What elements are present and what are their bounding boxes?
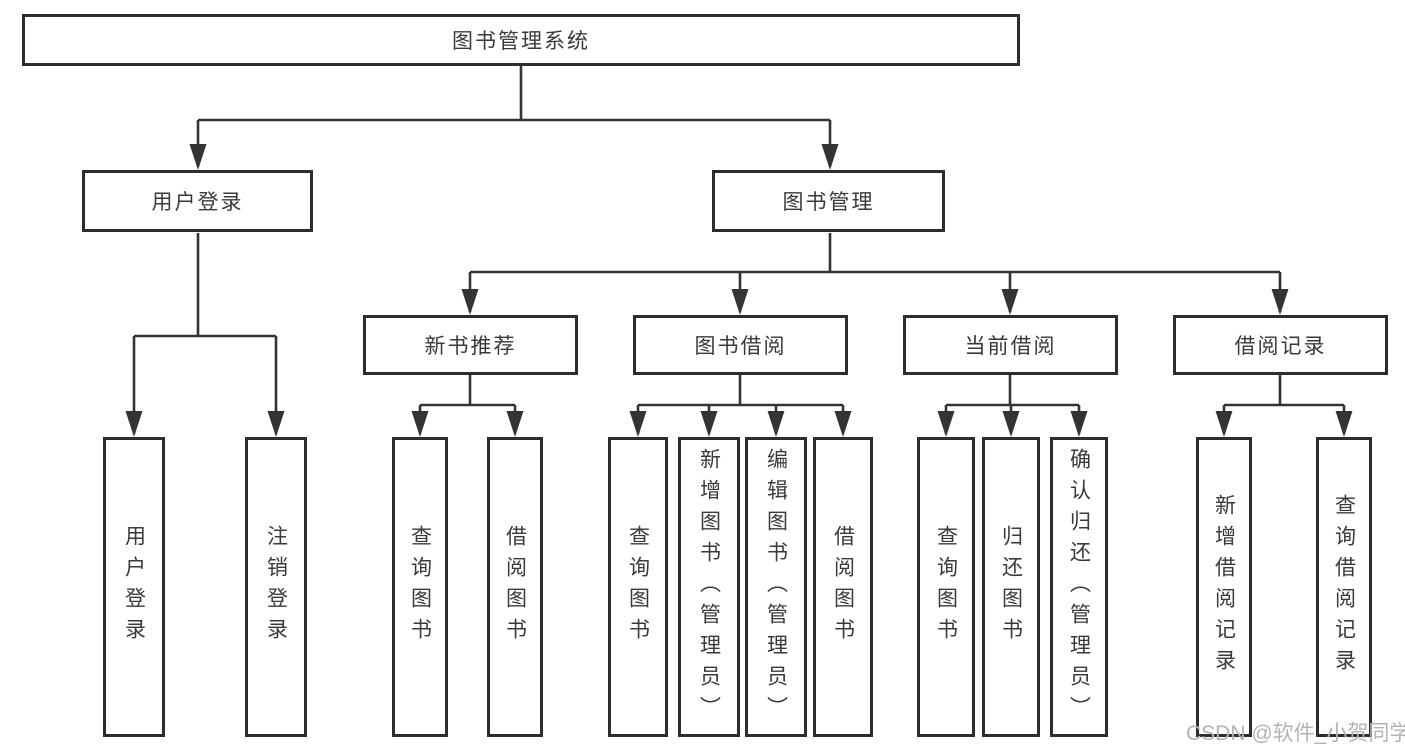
leaf-confirm-return-admin: 确认归还（管理员）: [1050, 437, 1108, 737]
leaf-add-book-admin: 新增图书（管理员）: [678, 437, 740, 737]
node-label: 确认归还（管理员）: [1067, 447, 1091, 727]
node-label: 图书管理: [782, 191, 875, 214]
node-label: 新增借阅记录: [1212, 494, 1236, 680]
leaf-query-books-recommend: 查询图书: [392, 437, 448, 737]
node-label: 查询图书: [408, 525, 432, 649]
leaf-logout: 注销登录: [245, 437, 307, 737]
leaf-user-login: 用户登录: [103, 437, 165, 737]
node-label: 查询借阅记录: [1332, 494, 1356, 680]
node-label: 编辑图书（管理员）: [764, 447, 788, 727]
node-book-management: 图书管理: [712, 170, 945, 232]
node-label: 借阅图书: [503, 525, 527, 649]
leaf-query-borrow-record: 查询借阅记录: [1316, 437, 1372, 737]
leaf-add-borrow-record: 新增借阅记录: [1196, 437, 1252, 737]
node-label: 查询图书: [934, 525, 958, 649]
leaf-query-books-current: 查询图书: [917, 437, 975, 737]
node-label: 用户登录: [151, 191, 244, 214]
node-label: 用户登录: [122, 525, 146, 649]
node-label: 注销登录: [264, 525, 288, 649]
node-user-login: 用户登录: [82, 170, 313, 232]
leaf-borrow-books-recommend: 借阅图书: [487, 437, 543, 737]
node-label: 借阅记录: [1234, 335, 1327, 358]
node-label: 借阅图书: [831, 525, 855, 649]
node-new-book-recommendation: 新书推荐: [363, 315, 578, 375]
node-current-borrowing: 当前借阅: [903, 315, 1118, 375]
leaf-query-books-borrow: 查询图书: [608, 437, 668, 737]
leaf-return-books: 归还图书: [982, 437, 1040, 737]
node-label: 图书管理系统: [452, 30, 590, 53]
node-book-borrowing: 图书借阅: [633, 315, 848, 375]
node-borrowing-records: 借阅记录: [1173, 315, 1388, 375]
node-label: 图书借阅: [694, 335, 787, 358]
node-label: 新书推荐: [424, 335, 517, 358]
node-label: 当前借阅: [964, 335, 1057, 358]
node-library-management-system: 图书管理系统: [22, 14, 1020, 66]
node-label: 新增图书（管理员）: [697, 447, 721, 727]
leaf-edit-book-admin: 编辑图书（管理员）: [745, 437, 807, 737]
node-label: 归还图书: [999, 525, 1023, 649]
node-label: 查询图书: [626, 525, 650, 649]
leaf-borrow-books: 借阅图书: [813, 437, 873, 737]
